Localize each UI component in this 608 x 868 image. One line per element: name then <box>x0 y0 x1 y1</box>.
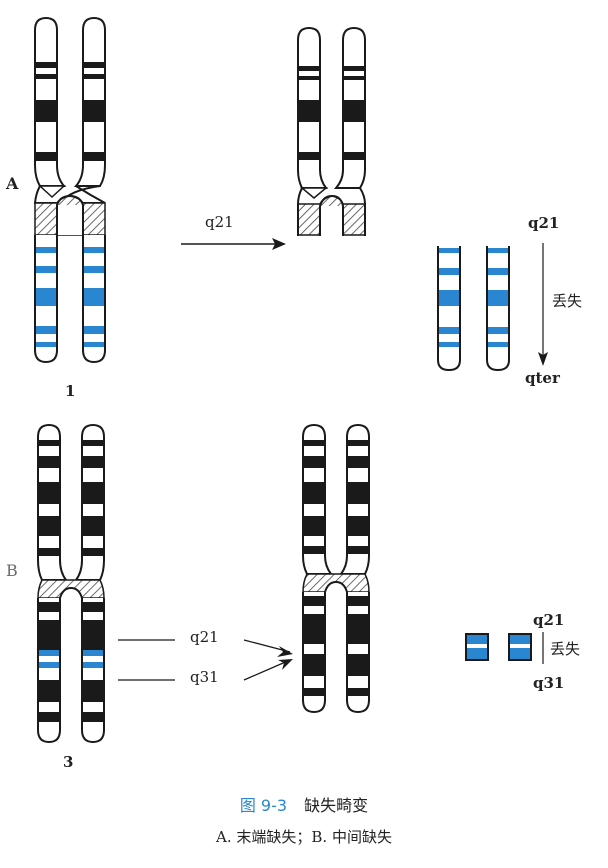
figure-caption: 图 9-3 缺失畸变 <box>0 792 608 816</box>
chromosome-3-normal <box>37 423 105 744</box>
arrow-a <box>181 238 286 250</box>
label-b-right-q31: q31 <box>533 674 565 692</box>
label-a-q21: q21 <box>528 214 560 232</box>
chromosome-3-interstitial-deleted <box>302 423 370 714</box>
chromosome-1-normal <box>33 16 106 364</box>
chromosome-number-3: 3 <box>63 753 74 771</box>
arrow-label-q21: q21 <box>205 213 234 231</box>
label-b-q21: q21 <box>190 628 219 646</box>
figure-number: 图 9-3 <box>239 796 288 815</box>
label-b-q31: q31 <box>190 668 219 686</box>
figure-subtitle: A. 末端缺失；B. 中间缺失 <box>216 828 392 846</box>
label-a-lost: 丢失 <box>552 292 583 310</box>
panel-label-a: A <box>6 174 19 193</box>
panel-label-b: B <box>6 561 18 580</box>
chromosome-number-1: 1 <box>65 382 76 400</box>
label-a-qter: qter <box>525 369 560 387</box>
label-b-lost: 丢失 <box>550 640 581 658</box>
arrows-b <box>118 639 293 681</box>
label-b-right-q21: q21 <box>533 611 565 629</box>
figure-title: 缺失畸变 <box>304 796 369 815</box>
lost-fragment-b <box>465 632 544 664</box>
chromosome-1-terminal-deleted <box>297 26 366 236</box>
lost-fragment-a <box>437 243 548 372</box>
